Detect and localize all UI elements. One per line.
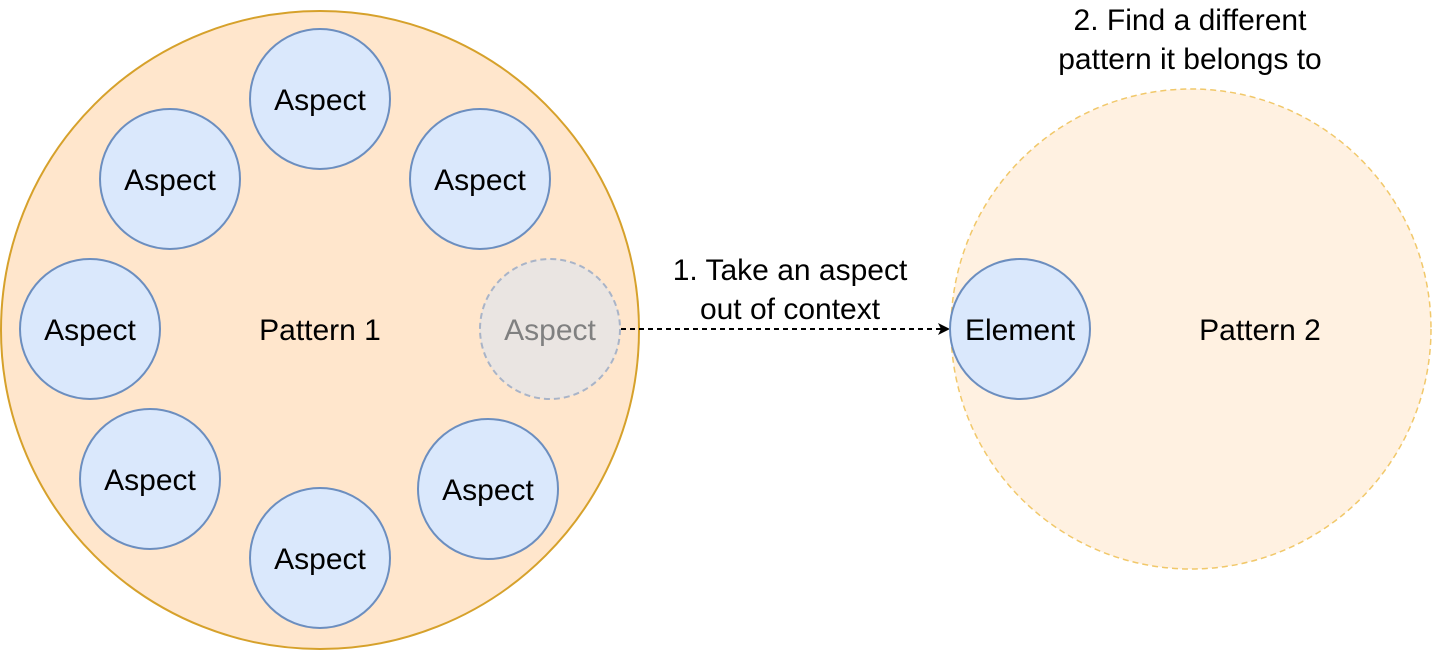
aspect-node-upper-right: Aspect — [409, 108, 551, 250]
element-label: Element — [965, 314, 1076, 347]
pattern-2-label: Pattern 2 — [1199, 314, 1321, 347]
aspect-node-left: Aspect — [19, 258, 161, 400]
aspect-label: Aspect — [434, 164, 526, 197]
aspect-node-upper-left: Aspect — [99, 108, 241, 250]
aspect-node-top: Aspect — [249, 28, 391, 170]
aspect-label: Aspect — [44, 314, 136, 347]
aspect-node-lower-right: Aspect — [417, 418, 559, 560]
pattern-1-label: Pattern 1 — [259, 314, 381, 347]
aspect-label: Aspect — [104, 464, 196, 497]
step-2-line-2: pattern it belongs to — [1058, 43, 1322, 76]
aspect-label: Aspect — [442, 474, 534, 507]
aspect-label: Aspect — [124, 164, 216, 197]
aspect-node-bottom: Aspect — [249, 487, 391, 629]
aspect-label: Aspect — [274, 84, 366, 117]
step-1-line-2: out of context — [700, 293, 881, 326]
element-node: Element — [949, 258, 1091, 400]
removed-aspect-label: Aspect — [504, 314, 596, 347]
step-2-line-1: 2. Find a different — [1074, 4, 1308, 37]
removed-aspect-node: Aspect — [479, 258, 621, 400]
aspect-label: Aspect — [274, 543, 366, 576]
step-1-line-1: 1. Take an aspect — [673, 254, 908, 287]
aspect-node-lower-left: Aspect — [79, 408, 221, 550]
